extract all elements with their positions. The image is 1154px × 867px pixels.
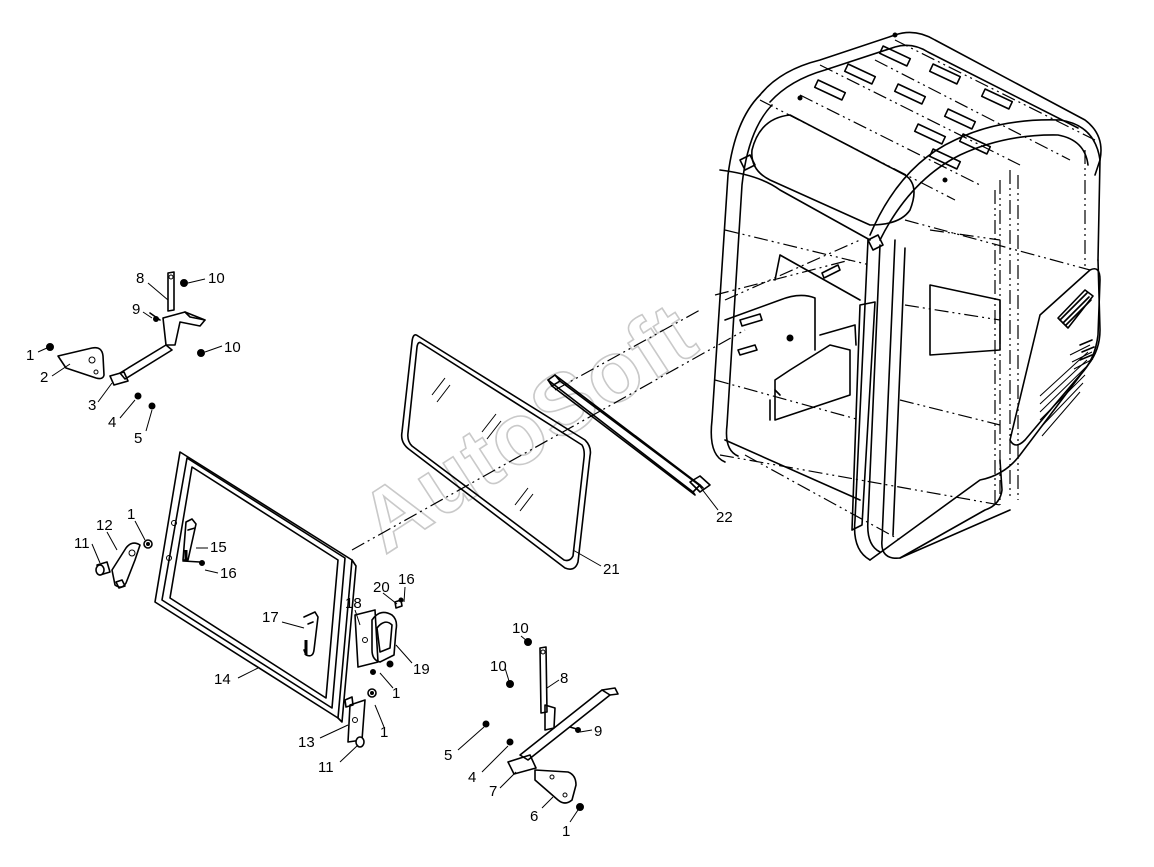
watermark: AutoSoft [342, 283, 714, 572]
callout-5: 5 [134, 430, 142, 447]
roller-bracket-12 [95, 539, 153, 589]
side-vent-panel [1009, 267, 1101, 446]
roof-panels [813, 45, 1014, 170]
assembly-line-22 [554, 309, 701, 391]
callout-6: 6 [530, 808, 538, 825]
callout-10: 10 [208, 270, 225, 287]
callout-8: 8 [136, 270, 144, 287]
roller-bracket-13 [344, 688, 377, 748]
phantom-lines [714, 39, 1096, 541]
callout-20: 20 [373, 579, 390, 596]
callout-10: 10 [490, 658, 507, 675]
upper-linkage [46, 271, 206, 410]
seal-strip [547, 374, 711, 496]
callout-12: 12 [96, 517, 113, 534]
screw-16a [182, 560, 205, 566]
callout-4: 4 [468, 769, 476, 786]
callout-numbers: 1 2 3 4 5 8 9 10 10 11 12 1 15 16 17 14 … [26, 270, 733, 840]
upper-front-glass [400, 334, 592, 570]
latch-15 [182, 518, 197, 561]
callout-5: 5 [444, 747, 452, 764]
callout-7: 7 [489, 783, 497, 800]
callout-9: 9 [594, 723, 602, 740]
callout-15: 15 [210, 539, 227, 556]
callout-2: 2 [40, 369, 48, 386]
callout-10: 10 [512, 620, 529, 637]
operator-cab [710, 31, 1102, 561]
lower-linkage [482, 638, 619, 811]
callout-1: 1 [127, 506, 135, 523]
callout-1: 1 [26, 347, 34, 364]
callout-1: 1 [392, 685, 400, 702]
guide-bracket-18-19 [354, 597, 404, 675]
callout-16: 16 [220, 565, 237, 582]
callout-16: 16 [398, 571, 415, 588]
callout-1: 1 [562, 823, 570, 840]
svg-text:AutoSoft: AutoSoft [343, 284, 713, 571]
callout-4: 4 [108, 414, 116, 431]
callout-13: 13 [298, 734, 315, 751]
callout-14: 14 [214, 671, 231, 688]
callout-11: 11 [74, 535, 90, 552]
callout-21: 21 [603, 561, 620, 578]
callout-leaders [37, 278, 719, 823]
callout-8: 8 [560, 670, 568, 687]
callout-1: 1 [380, 724, 388, 741]
handle-17 [303, 611, 319, 657]
callout-17: 17 [262, 609, 279, 626]
callout-9: 9 [132, 301, 140, 318]
callout-19: 19 [413, 661, 430, 678]
callout-10: 10 [224, 339, 241, 356]
callout-22: 22 [716, 509, 733, 526]
callout-18: 18 [345, 595, 362, 612]
lower-glass-frame [154, 451, 357, 723]
callout-11: 11 [318, 759, 334, 776]
callout-3: 3 [88, 397, 96, 414]
